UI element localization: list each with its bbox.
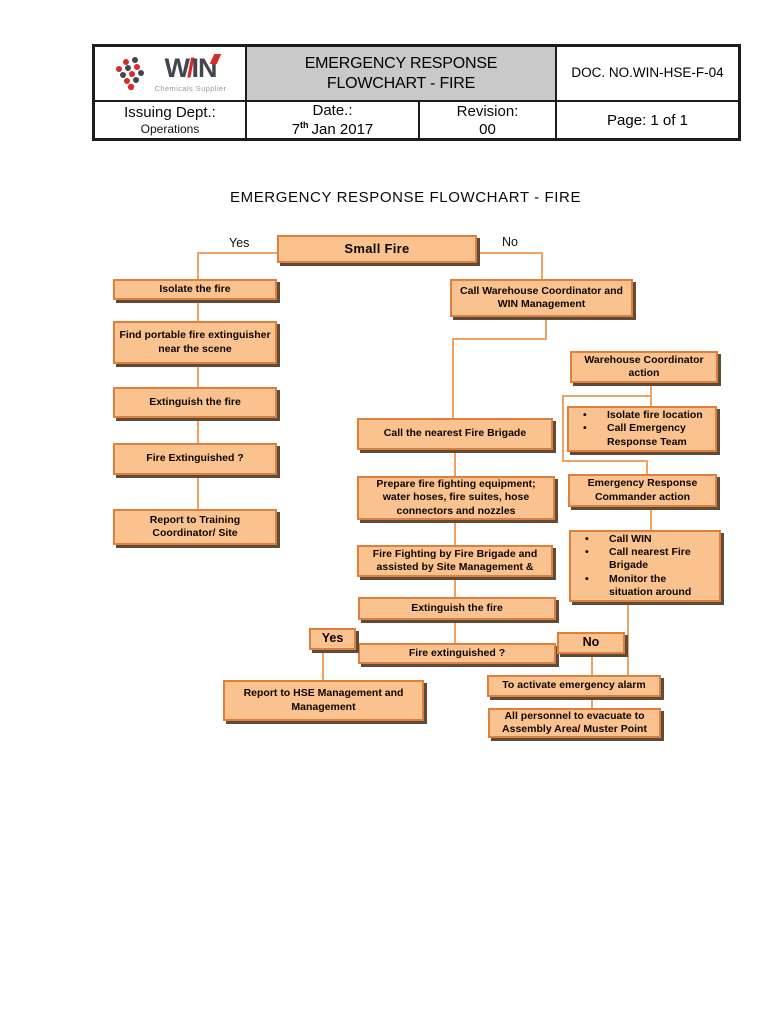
connector [454, 450, 456, 476]
bullet-marker: • [583, 409, 587, 422]
node-evacuate: All personnel to evacuate to Assembly Ar… [488, 708, 661, 738]
page-cell: Page: 1 of 1 [557, 102, 738, 139]
brand-name: W/IN [164, 52, 221, 83]
node-fire-fighting: Fire Fighting by Fire Brigade and assist… [357, 545, 553, 577]
connector [650, 383, 652, 406]
bullet-text: Isolate fire location [607, 409, 703, 422]
connector [562, 395, 651, 397]
brand-tagline: Chemicals Supplier [154, 83, 227, 93]
connector [541, 252, 543, 280]
connector [454, 620, 456, 643]
date-rest: Jan 2017 [311, 121, 374, 138]
bullet-item: • Monitor the situation around [583, 573, 715, 599]
doc-title-cell: EMERGENCY RESPONSE FLOWCHART - FIRE [247, 47, 557, 102]
connector [562, 395, 564, 462]
bullet-item: • Call nearest Fire Brigade [583, 546, 715, 572]
company-logo: W/IN Chemicals Supplier [114, 52, 227, 93]
connector [197, 252, 199, 279]
node-report-hse: Report to HSE Management and Management [223, 680, 424, 721]
connector [452, 338, 547, 340]
connector [477, 252, 543, 254]
page-value: 1 of 1 [650, 111, 688, 129]
bullet-text: Call Emergency Response Team [607, 422, 687, 448]
bullet-text: Call nearest Fire Brigade [609, 546, 691, 572]
brand-block: W/IN Chemicals Supplier [154, 52, 227, 93]
node-yes: Yes [309, 628, 356, 650]
logo-dots-icon [115, 56, 144, 90]
connector [452, 338, 454, 418]
node-fire-extinguished-mid: Fire extinguished ? [358, 643, 556, 664]
flowchart-title: EMERGENCY RESPONSE FLOWCHART - FIRE [230, 189, 582, 206]
node-warehouse-tasks: • Isolate fire location • Call Emergency R… [567, 406, 717, 452]
bullet-marker: • [585, 546, 589, 559]
node-prepare-equipment: Prepare fire fighting equipment; water h… [357, 476, 555, 520]
issuing-dept-value: Operations [140, 122, 200, 137]
node-call-warehouse: Call Warehouse Coordinator and WIN Manag… [450, 279, 633, 317]
bullet-marker: • [583, 422, 587, 435]
node-erc-tasks: • Call WIN • Call nearest Fire Brigade • Mo… [569, 530, 721, 602]
node-fire-extinguished-left: Fire Extinguished ? [113, 443, 277, 475]
revision-label: Revision: [456, 102, 519, 120]
connector [197, 475, 199, 509]
bullet-text: Call WIN [609, 533, 652, 546]
connector [646, 460, 648, 474]
node-report-training: Report to Training Coordinator/ Site [113, 509, 277, 545]
page-label: Page: [607, 111, 647, 129]
connector [627, 602, 629, 675]
date-day: 7 [291, 121, 301, 138]
connector [454, 520, 456, 545]
connector [322, 650, 324, 680]
connector [454, 577, 456, 598]
bullet-text: Monitor the situation around [609, 572, 692, 598]
connector [198, 252, 277, 254]
connector [591, 654, 593, 675]
connector [545, 317, 547, 340]
bullet-marker: • [585, 572, 589, 585]
page-info: Page: 1 of 1 [607, 112, 688, 130]
connector [650, 507, 652, 531]
node-extinguish-fire-left: Extinguish the fire [113, 387, 277, 418]
connector [197, 364, 199, 387]
node-warehouse-action: Warehouse Coordinator action [570, 351, 718, 383]
bullet-item: • Call WIN [583, 533, 715, 546]
node-activate-alarm: To activate emergency alarm [487, 675, 661, 697]
doc-header-table: W/IN Chemicals Supplier EMERGENCY RESPON… [92, 44, 741, 141]
issuing-dept-cell: Issuing Dept.: Operations [95, 102, 247, 139]
node-small-fire: Small Fire [277, 235, 477, 263]
connector [562, 460, 648, 462]
connector [197, 300, 199, 321]
doc-number: DOC. NO.WIN-HSE-F-04 [557, 47, 738, 102]
node-extinguish-fire-mid: Extinguish the fire [358, 597, 556, 620]
revision-value: 00 [479, 120, 496, 138]
connector [591, 697, 593, 708]
bullet-item: • Call Emergency Response Team [581, 422, 711, 448]
bullet-item: • Isolate fire location [581, 409, 711, 422]
connector [197, 418, 199, 443]
node-isolate-fire: Isolate the fire [113, 279, 277, 300]
revision-cell: Revision: 00 [420, 102, 557, 139]
logo-cell: W/IN Chemicals Supplier [95, 47, 247, 102]
issuing-dept-label: Issuing Dept.: [124, 104, 216, 122]
bullet-marker: • [585, 533, 589, 546]
no-branch-label: No [502, 235, 518, 249]
date-ordinal: th [300, 120, 309, 130]
node-call-brigade: Call the nearest Fire Brigade [357, 418, 553, 450]
brand-w: W [164, 52, 191, 83]
yes-branch-label: Yes [229, 236, 250, 250]
node-no: No [557, 632, 625, 654]
date-label: Date.: [312, 102, 353, 119]
brand-slash: / [186, 52, 194, 83]
node-find-extinguisher: Find portable fire extinguisher near the… [113, 321, 277, 364]
node-erc-action: Emergency Response Commander action [568, 474, 717, 507]
